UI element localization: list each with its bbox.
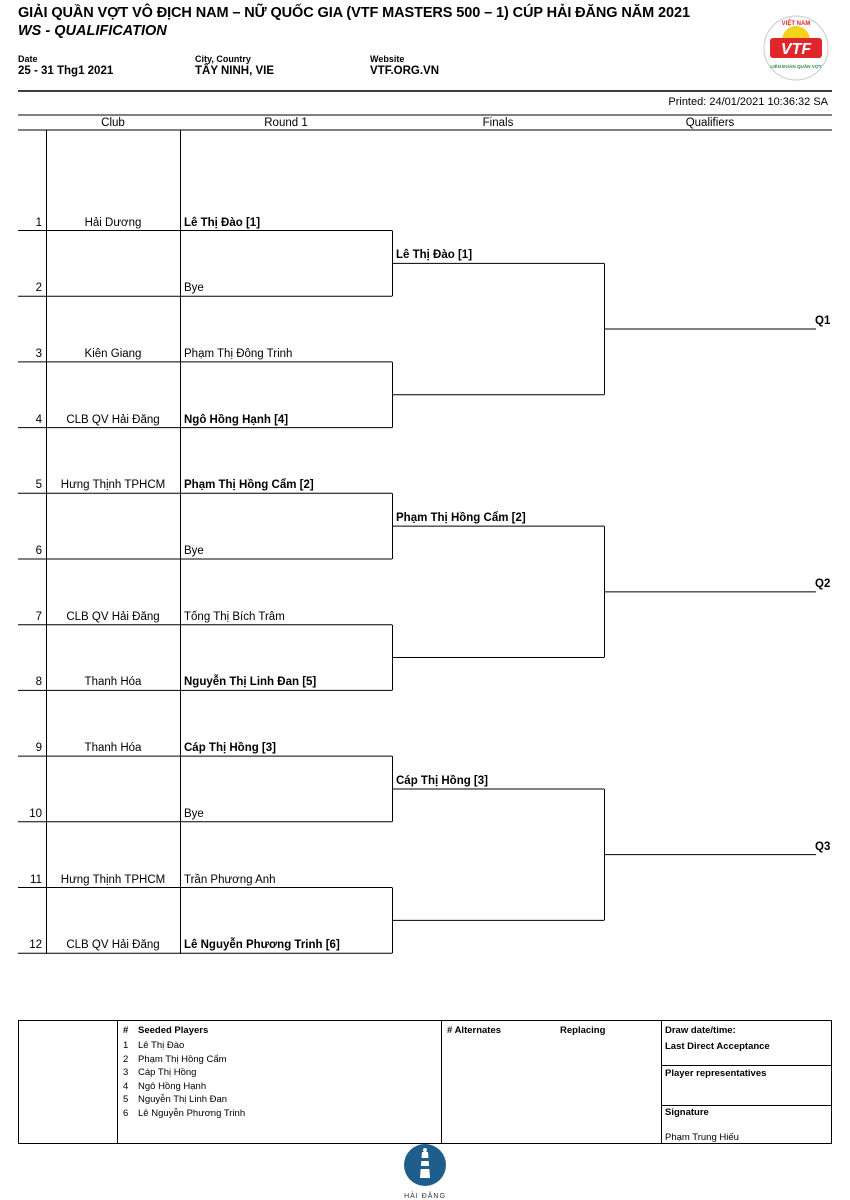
player-representatives-label: Player representatives [665,1068,767,1079]
seeded-number: 5 [123,1094,129,1105]
qualifier-label: Q3 [815,840,831,853]
draw-number: 7 [35,610,42,623]
city-value: TÂY NINH, VIE [195,65,275,77]
alternates-title: # Alternates [447,1025,502,1036]
player-club: CLB QV Hải Đăng [66,610,160,623]
seeded-number: 4 [123,1080,129,1092]
player-club: Kiên Giang [84,347,142,360]
finals-winner: Lê Thị Đào [1] [396,249,473,262]
draw-number: 1 [35,216,42,229]
column-header-qualifiers: Qualifiers [685,117,735,129]
draw-number: 3 [35,347,42,360]
player-name: Trần Phương Anh [184,873,276,886]
player-name: Cáp Thị Hồng [3] [184,742,276,755]
player-name: Bye [184,545,204,557]
qualifier-label: Q1 [815,315,831,328]
player-club: Hưng Thịnh TPHCM [60,873,166,886]
seeded-number: 6 [123,1107,129,1119]
player-name: Bye [184,807,204,820]
signature-label: Signature [665,1107,709,1118]
seeded-number: 1 [123,1040,129,1051]
player-name: Tống Thị Bích Trâm [184,610,285,623]
signer-name: Phạm Trung Hiếu [665,1132,739,1143]
seeded-number: 3 [123,1067,129,1078]
vtf-logo-bottom-text: LIÊN ĐOÀN QUẦN VỢT [770,62,821,69]
draw-number: 4 [35,413,42,426]
draw-datetime-label: Draw date/time: [665,1025,736,1036]
player-club: Hưng Thịnh TPHCM [60,479,166,492]
vtf-logo: VTF VIỆT NAM LIÊN ĐOÀN QUẦN VỢT [762,14,830,82]
player-club: Thanh Hóa [84,676,142,689]
player-name: Ngô Hồng Hạnh [4] [184,413,289,426]
seeded-hash: # [123,1025,129,1036]
website-value[interactable]: VTF.ORG.VN [370,65,440,77]
seeded-number: 2 [123,1053,129,1065]
date-value: 25 - 31 Thg1 2021 [18,65,114,77]
player-name: Lê Nguyễn Phương Trinh [6] [184,939,340,952]
sponsor-name: HẢI ĐĂNG [404,1193,446,1200]
qualifier-label: Q2 [815,577,831,590]
draw-number: 11 [30,873,42,886]
seeded-players-title: Seeded Players [138,1025,209,1036]
seeded-player-name: Phạm Thị Hồng Cẩm [138,1053,227,1065]
player-name: Lê Thị Đào [1] [184,216,261,229]
column-header-finals: Finals [482,117,514,129]
draw-number: 8 [35,676,42,689]
footer-box: # Seeded Players 1 Lê Thị Đào 2 Phạm Thị Hồ… [18,1020,832,1144]
seeded-player-name: Nguyễn Thị Linh Đan [138,1094,228,1105]
column-header-club: Club [101,117,125,129]
draw-number: 6 [35,545,42,557]
seeded-player-name: Lê Thị Đào [138,1040,185,1051]
event-subtitle: WS - QUALIFICATION [18,23,167,39]
sponsor-logo: HẢI ĐĂNG [400,1142,450,1200]
player-club: Hải Dương [84,216,142,229]
player-club: CLB QV Hải Đăng [66,939,160,952]
seeded-player-name: Ngô Hồng Hạnh [138,1080,207,1092]
website-label: Website [370,54,405,64]
player-name: Phạm Thị Hồng Cẩm [2] [184,479,314,492]
player-club: CLB QV Hải Đăng [66,413,160,426]
draw-number: 2 [35,282,42,295]
replacing-title: Replacing [560,1025,606,1036]
player-name: Phạm Thị Đông Trinh [184,347,293,360]
seeded-player-name: Lê Nguyễn Phương Trinh [138,1107,246,1119]
vtf-logo-text: VTF [781,41,812,58]
vtf-logo-top-text: VIỆT NAM [782,19,811,27]
finals-winner: Phạm Thị Hồng Cẩm [2] [396,512,526,525]
city-label: City, Country [195,54,251,64]
date-label: Date [18,54,38,64]
player-name: Bye [184,282,204,295]
printed-timestamp: Printed: 24/01/2021 10:36:32 SA [668,96,828,108]
tournament-title: GIẢI QUẦN VỢT VÔ ĐỊCH NAM – NỮ QUỐC GIA … [18,5,690,21]
draw-number: 10 [29,807,42,820]
draw-number: 9 [35,742,42,755]
finals-winner: Cáp Thị Hồng [3] [396,774,488,787]
column-header-round1: Round 1 [264,117,308,129]
seeded-player-name: Cáp Thị Hồng [138,1067,197,1078]
last-direct-acceptance-label: Last Direct Acceptance [665,1041,770,1052]
player-club: Thanh Hóa [84,742,142,755]
player-name: Nguyễn Thị Linh Đan [5] [184,676,317,689]
draw-number: 5 [35,479,42,492]
draw-number: 12 [29,939,42,952]
